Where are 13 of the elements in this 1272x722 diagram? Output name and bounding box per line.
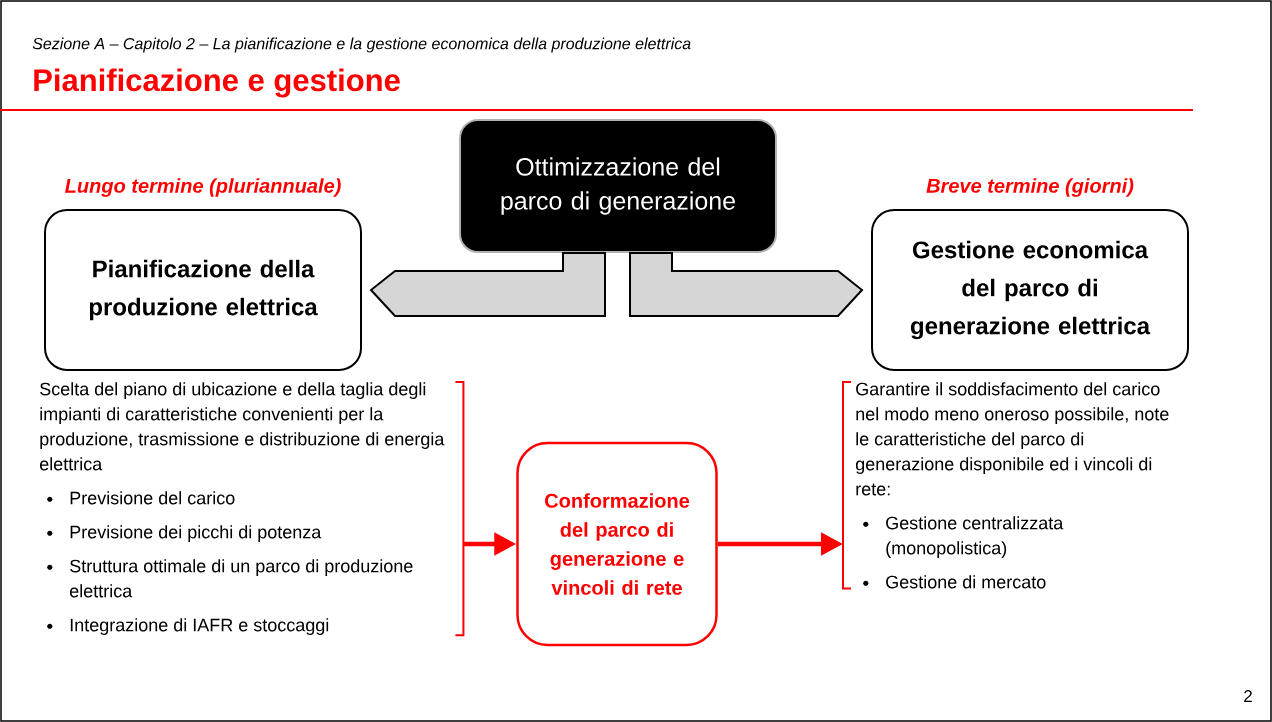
term-label: Lungo termine (pluriannuale) <box>65 178 341 197</box>
process-box: Pianificazione della produzione elettrica <box>44 209 362 371</box>
header-text: Sezione A – Capitolo 2 – La pianificazione e la gestione economica della produzione elettrica <box>32 37 691 53</box>
term-label: Breve termine (giorni) <box>926 178 1134 197</box>
page-number: 2 <box>1244 690 1252 702</box>
slide-title: Pianificazione e gestione <box>34 68 400 98</box>
bulleted-text: Scelta del piano di ubicazione e della taglia degli impianti di caratteristiche convenienti per la produzione, trasmissione e distribuzione di energia elettrica Previsione del carico Previsione dei picchi di potenza Struttura ottimale di un parco di produzione elettrica Integrazione di IAFR e stoccaggi <box>40 382 445 635</box>
block-arrow <box>369 252 606 317</box>
bulleted-text: Garantire il soddisfacimento del carico nel modo meno oneroso possibile, note le caratteristiche del parco di generazione disponibile ed i vincoli di rete: Gestione centralizzata (monopolistica) Gestione di mercato <box>855 382 1169 589</box>
block-arrow <box>629 252 864 317</box>
title-box: Ottimizzazione del parco di generazione <box>459 119 777 253</box>
process-box: Gestione economica del parco di generazione elettrica <box>871 209 1189 371</box>
process-box: Conformazione del parco di generazione e vincoli di rete <box>516 441 718 647</box>
